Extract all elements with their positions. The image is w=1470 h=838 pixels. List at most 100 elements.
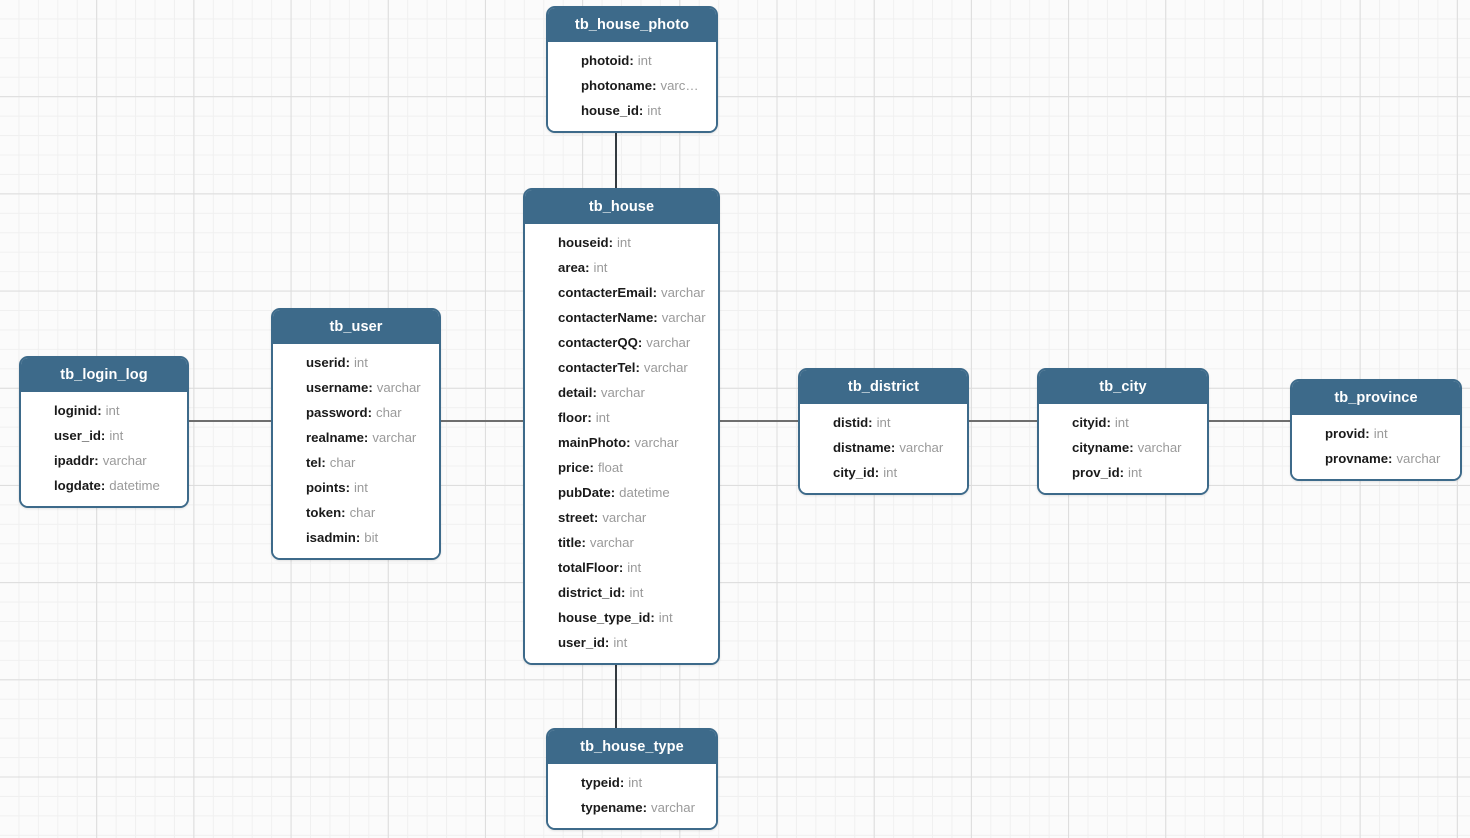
field-separator: : bbox=[593, 510, 599, 525]
table-title-tb_house_photo[interactable]: tb_house_photo bbox=[548, 8, 716, 42]
table-row[interactable]: district_id:int bbox=[525, 580, 718, 605]
table-row[interactable]: contacterTel:varchar bbox=[525, 355, 718, 380]
table-row[interactable]: username:varchar bbox=[273, 375, 439, 400]
field-type: int bbox=[613, 635, 628, 650]
table-row[interactable]: distname:varchar bbox=[800, 435, 967, 460]
field-separator: : bbox=[581, 535, 586, 550]
field-separator: : bbox=[355, 530, 361, 545]
field-separator: : bbox=[345, 480, 350, 495]
table-row[interactable]: area:int bbox=[525, 255, 718, 280]
table-row[interactable]: detail:varchar bbox=[525, 380, 718, 405]
table-row[interactable]: typeid:int bbox=[548, 770, 716, 795]
table-title-tb_user[interactable]: tb_user bbox=[273, 310, 439, 344]
table-row[interactable]: contacterEmail:varchar bbox=[525, 280, 718, 305]
field-name: points bbox=[306, 480, 346, 495]
field-name: tel bbox=[306, 455, 322, 470]
field-type: varchar bbox=[589, 535, 634, 550]
field-name: totalFloor bbox=[558, 560, 619, 575]
field-name: area bbox=[558, 260, 586, 275]
field-type: varc… bbox=[660, 78, 699, 93]
table-title-tb_login_log[interactable]: tb_login_log bbox=[21, 358, 187, 392]
table-row[interactable]: photoname:varc… bbox=[548, 73, 716, 98]
field-type: int bbox=[616, 235, 631, 250]
field-name: house_id bbox=[581, 103, 639, 118]
field-separator: : bbox=[589, 460, 594, 475]
table-title-tb_district[interactable]: tb_district bbox=[800, 370, 967, 404]
table-row[interactable]: logdate:datetime bbox=[21, 473, 187, 498]
table-title-tb_city[interactable]: tb_city bbox=[1039, 370, 1207, 404]
table-row[interactable]: cityid:int bbox=[1039, 410, 1207, 435]
table-row[interactable]: user_id:int bbox=[21, 423, 187, 448]
table-title-tb_province[interactable]: tb_province bbox=[1292, 381, 1460, 415]
table-row[interactable]: realname:varchar bbox=[273, 425, 439, 450]
table-row[interactable]: tel:char bbox=[273, 450, 439, 475]
table-title-tb_house[interactable]: tb_house bbox=[525, 190, 718, 224]
table-row[interactable]: mainPhoto:varchar bbox=[525, 430, 718, 455]
field-type: float bbox=[597, 460, 623, 475]
table-row[interactable]: floor:int bbox=[525, 405, 718, 430]
table-row[interactable]: photoid:int bbox=[548, 48, 716, 73]
table-row[interactable]: street:varchar bbox=[525, 505, 718, 530]
table-row[interactable]: provid:int bbox=[1292, 421, 1460, 446]
field-type: int bbox=[883, 465, 898, 480]
field-separator: : bbox=[629, 53, 634, 68]
field-name: contacterTel bbox=[558, 360, 636, 375]
field-separator: : bbox=[1129, 440, 1134, 455]
field-separator: : bbox=[100, 428, 106, 443]
field-name: realname bbox=[306, 430, 364, 445]
field-name: mainPhoto bbox=[558, 435, 627, 450]
field-separator: : bbox=[635, 360, 640, 375]
field-type: int bbox=[629, 585, 644, 600]
field-separator: : bbox=[621, 585, 626, 600]
table-title-tb_house_type[interactable]: tb_house_type bbox=[548, 730, 716, 764]
field-type: int bbox=[1114, 415, 1129, 430]
table-row[interactable]: typename:varchar bbox=[548, 795, 716, 820]
field-separator: : bbox=[585, 260, 590, 275]
table-row[interactable]: isadmin:bit bbox=[273, 525, 439, 550]
field-name: contacterQQ bbox=[558, 335, 638, 350]
table-row[interactable]: token:char bbox=[273, 500, 439, 525]
table-row[interactable]: totalFloor:int bbox=[525, 555, 718, 580]
table-row[interactable]: points:int bbox=[273, 475, 439, 500]
table-row[interactable]: contacterQQ:varchar bbox=[525, 330, 718, 355]
field-name: provid bbox=[1325, 426, 1366, 441]
table-row[interactable]: price:float bbox=[525, 455, 718, 480]
field-separator: : bbox=[100, 478, 106, 493]
table-row[interactable]: contacterName:varchar bbox=[525, 305, 718, 330]
table-row[interactable]: ipaddr:varchar bbox=[21, 448, 187, 473]
table-row[interactable]: house_type_id:int bbox=[525, 605, 718, 630]
table-row[interactable]: prov_id:int bbox=[1039, 460, 1207, 485]
table-row[interactable]: distid:int bbox=[800, 410, 967, 435]
field-separator: : bbox=[1106, 415, 1111, 430]
field-separator: : bbox=[610, 485, 616, 500]
table-row[interactable]: userid:int bbox=[273, 350, 439, 375]
field-name: password bbox=[306, 405, 368, 420]
table-row[interactable]: pubDate:datetime bbox=[525, 480, 718, 505]
table-row[interactable]: cityname:varchar bbox=[1039, 435, 1207, 460]
table-row[interactable]: houseid:int bbox=[525, 230, 718, 255]
table-row[interactable]: user_id:int bbox=[525, 630, 718, 655]
table-row[interactable]: password:char bbox=[273, 400, 439, 425]
field-name: provname bbox=[1325, 451, 1389, 466]
field-separator: : bbox=[368, 380, 373, 395]
table-row[interactable]: loginid:int bbox=[21, 398, 187, 423]
table-row[interactable]: city_id:int bbox=[800, 460, 967, 485]
table-row[interactable]: house_id:int bbox=[548, 98, 716, 123]
field-separator: : bbox=[652, 285, 657, 300]
table-row[interactable]: title:varchar bbox=[525, 530, 718, 555]
field-name: title bbox=[558, 535, 582, 550]
table-row[interactable]: provname:varchar bbox=[1292, 446, 1460, 471]
field-separator: : bbox=[1365, 426, 1370, 441]
